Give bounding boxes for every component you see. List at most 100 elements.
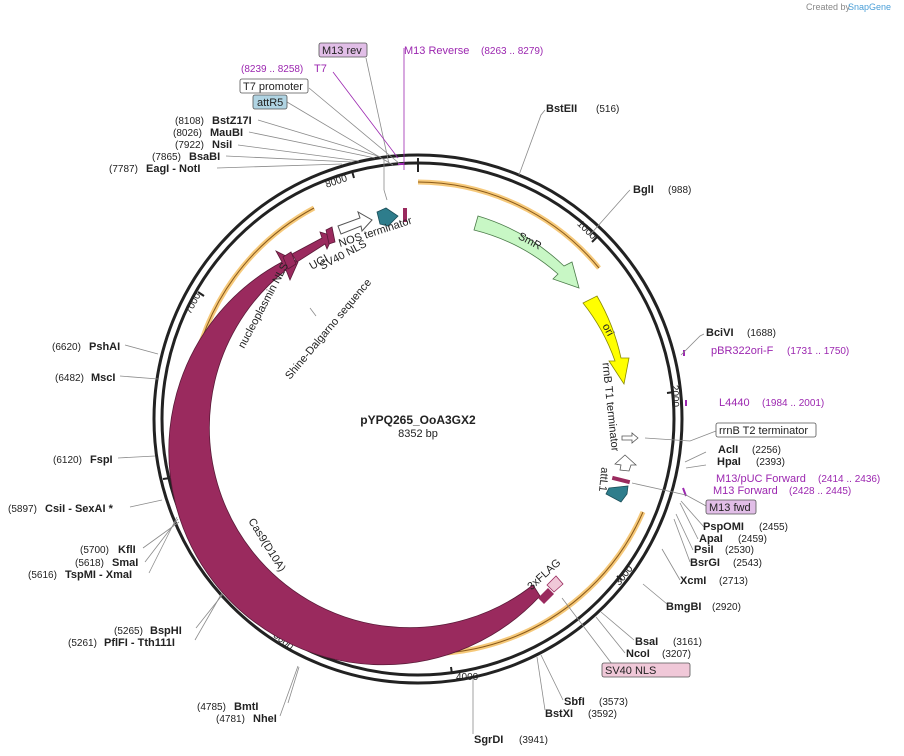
- site-tspmi-name[interactable]: TspMI - XmaI: [65, 569, 132, 581]
- shine-dalgarno-label: Shine-Dalgarno sequence: [283, 277, 374, 382]
- t7-promoter-box[interactable]: [239, 78, 309, 94]
- tick-3000: [616, 575, 623, 581]
- site-bsai-pos: (3161): [673, 637, 702, 648]
- tick-label-2000: 2000: [669, 385, 681, 408]
- tick-label-8000: 8000: [324, 173, 349, 190]
- site-hpai-name[interactable]: HpaI: [717, 456, 741, 468]
- sv40-nls-box[interactable]: [601, 662, 691, 678]
- site-bstxi-pos: (3592): [588, 709, 617, 720]
- nucleoplasmin-nls-arrow[interactable]: [282, 251, 297, 270]
- site-fspi-pos: (6120): [53, 455, 82, 466]
- site-bmgbi-pos: (2920): [712, 602, 741, 613]
- site-bsteii-name[interactable]: BstEII: [546, 103, 577, 115]
- attr5-label: attR5: [257, 97, 283, 109]
- m13-fwd-label: M13 fwd: [709, 502, 751, 514]
- primer-m13-forward-name[interactable]: M13 Forward: [713, 485, 778, 497]
- site-sgrdi-name[interactable]: SgrDI: [474, 734, 503, 746]
- primer-t7-name[interactable]: T7: [314, 63, 327, 75]
- site-pflfi-pos: (5261): [68, 638, 97, 649]
- site-acli-pos: (2256): [752, 445, 781, 456]
- site-psii-pos: (2530): [725, 545, 754, 556]
- plasmid-name: pYPQ265_OoA3GX2: [360, 413, 476, 427]
- site-bstxi-name[interactable]: BstXI: [545, 708, 573, 720]
- tick-label-4000: 4000: [456, 672, 479, 683]
- tick-8000: [351, 170, 355, 179]
- primer-pbr322-pos: (1731 .. 1750): [787, 346, 849, 357]
- primer-t7-pos: (8239 .. 8258): [241, 64, 303, 75]
- site-pspomi-pos: (2455): [759, 522, 788, 533]
- site-smai-pos: (5618): [75, 558, 104, 569]
- site-apai-pos: (2459): [738, 534, 767, 545]
- site-nsii-name[interactable]: NsiI: [212, 139, 232, 151]
- rrnb-t1-label: rrnB T1 terminator: [599, 362, 620, 452]
- site-nhei-name[interactable]: NheI: [253, 713, 277, 725]
- ori-label: ori: [600, 322, 616, 338]
- cas9-feature-arrow[interactable]: [168, 250, 541, 666]
- ori-feature-arrow[interactable]: [582, 295, 630, 386]
- attl1-label: attL1: [596, 467, 610, 493]
- site-psii-name[interactable]: PsiI: [694, 544, 714, 556]
- site-bsabi-name[interactable]: BsaBI: [189, 151, 220, 163]
- m13-fwd-box[interactable]: [705, 499, 757, 515]
- site-maubi-name[interactable]: MauBI: [210, 127, 243, 139]
- orf-arc-top: [417, 179, 601, 270]
- flag-marker[interactable]: [538, 588, 554, 604]
- site-sgrdi-pos: (3941): [519, 735, 548, 746]
- primer-l4440-name[interactable]: L4440: [719, 397, 750, 409]
- attl1-marker[interactable]: [605, 485, 629, 503]
- site-eagi-name[interactable]: EagI - NotI: [146, 163, 200, 175]
- site-eagi-pos: (7787): [109, 164, 138, 175]
- primer-m13-forward-pos: (2428 .. 2445): [789, 486, 851, 497]
- site-bmti-pos: (4785): [197, 702, 226, 713]
- primer-m13-reverse-name[interactable]: M13 Reverse: [404, 45, 469, 57]
- primer-l4440-pos: (1984 .. 2001): [762, 398, 824, 409]
- attr5-marker[interactable]: [376, 207, 399, 227]
- site-ncoi-name[interactable]: NcoI: [626, 648, 650, 660]
- site-pshai-name[interactable]: PshAI: [89, 341, 120, 353]
- site-kfli-name[interactable]: KflI: [118, 544, 136, 556]
- site-xcmi-name[interactable]: XcmI: [680, 575, 706, 587]
- site-hpai-pos: (2393): [756, 457, 785, 468]
- primer-m13-puc-name[interactable]: M13/pUC Forward: [716, 473, 806, 485]
- site-nhei-pos: (4781): [216, 714, 245, 725]
- smr-feature-arrow[interactable]: [473, 215, 580, 289]
- tick-1000: [591, 236, 598, 243]
- site-msci-name[interactable]: MscI: [91, 372, 115, 384]
- rrnb-t2-box[interactable]: [715, 422, 817, 438]
- site-csii-name[interactable]: CsiI - SexAI *: [45, 503, 114, 515]
- primer-pbr322-name[interactable]: pBR322ori-F: [711, 345, 774, 357]
- site-bmti-name[interactable]: BmtI: [234, 701, 258, 713]
- site-msci-pos: (6482): [55, 373, 84, 384]
- site-maubi-pos: (8026): [173, 128, 202, 139]
- site-pspomi-name[interactable]: PspOMI: [703, 521, 744, 533]
- site-bsphi-name[interactable]: BspHI: [150, 625, 182, 637]
- nos-terminator-arrow[interactable]: [337, 210, 373, 235]
- attr5-box[interactable]: [252, 94, 288, 110]
- site-tspmi-pos: (5616): [28, 570, 57, 581]
- site-pflfi-name[interactable]: PflFI - Tth111I: [104, 637, 175, 649]
- sv40-nls-marker[interactable]: [325, 226, 336, 245]
- site-bmgbi-name[interactable]: BmgBI: [666, 601, 701, 613]
- site-kfli-pos: (5700): [80, 545, 109, 556]
- site-fspi-name[interactable]: FspI: [90, 454, 113, 466]
- rrnb-t2-label: rrnB T2 terminator: [719, 425, 808, 437]
- site-bsteii-pos: (516): [596, 104, 619, 115]
- sv40-nls-feature[interactable]: [546, 575, 564, 593]
- site-bstz17i-name[interactable]: BstZ17I: [212, 115, 252, 127]
- site-sbfi-name[interactable]: SbfI: [564, 696, 585, 708]
- site-smai-name[interactable]: SmaI: [112, 557, 138, 569]
- tick-6000: [162, 477, 171, 480]
- rrnb-t2-marker: [621, 432, 639, 444]
- m13-rev-box[interactable]: [318, 42, 368, 58]
- site-bsphi-pos: (5265): [114, 626, 143, 637]
- site-acli-name[interactable]: AclI: [718, 444, 738, 456]
- site-bsrgi-name[interactable]: BsrGI: [690, 557, 720, 569]
- site-bcivi-name[interactable]: BciVI: [706, 327, 734, 339]
- site-bsai-name[interactable]: BsaI: [635, 636, 658, 648]
- site-bgli-name[interactable]: BglI: [633, 184, 654, 196]
- site-apai-name[interactable]: ApaI: [699, 533, 723, 545]
- snapgene-logo-text: SnapGene: [848, 2, 891, 12]
- site-csii-pos: (5897): [8, 504, 37, 515]
